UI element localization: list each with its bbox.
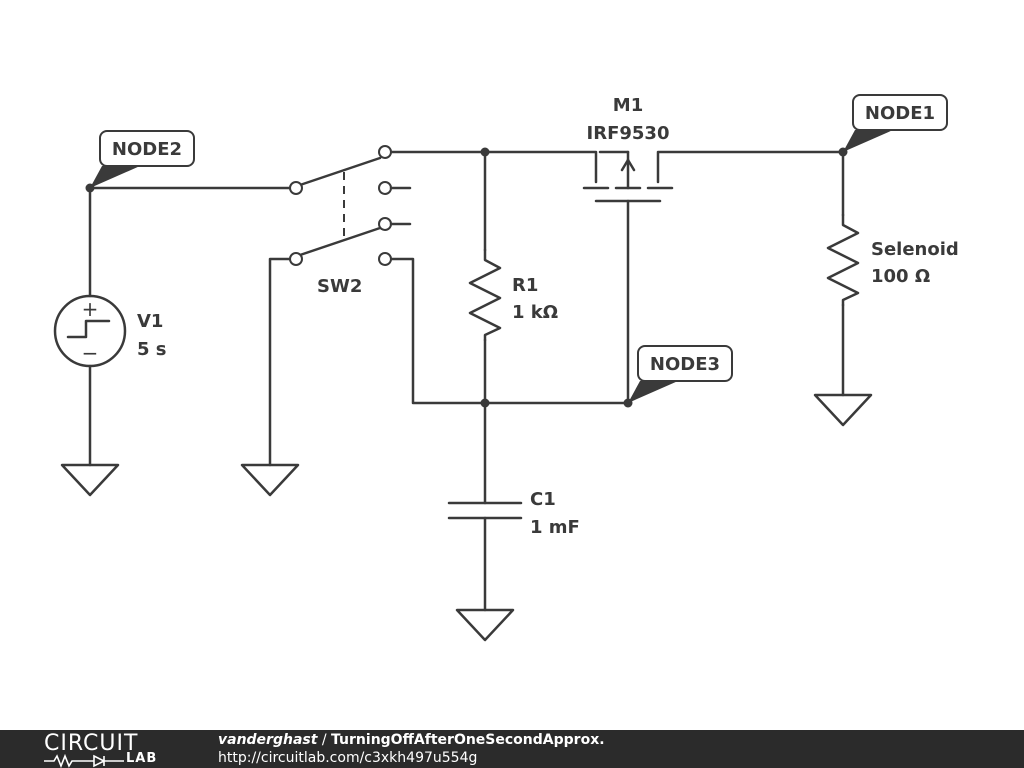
footer-bar: CIRCUIT LAB vanderghast / TurningOffAfte… [0, 730, 1024, 768]
node-tag-pointer [628, 381, 678, 403]
selenoid-ref-label: Selenoid [871, 239, 959, 260]
node-tag-box [99, 130, 195, 167]
wire-m1-to-node1 [656, 150, 845, 184]
resistor-zigzag [826, 213, 860, 307]
node-tag-box [637, 345, 733, 382]
circuit-schematic: SW2 M1 IRF9530 R1 1 kΩ Selenoid 100 Ω C1… [53, 94, 959, 642]
credit-line: vanderghast / TurningOffAfterOneSecondAp… [218, 731, 605, 749]
ground-symbol [240, 463, 300, 497]
resistor-r1[interactable] [468, 248, 502, 342]
voltage-source-v1[interactable]: + − [53, 294, 127, 368]
c1-ref-label: C1 [530, 489, 556, 510]
resistor-zigzag [468, 248, 502, 342]
switch-stub [389, 186, 412, 226]
source-minus-sign: − [82, 341, 99, 365]
node-tag-label: NODE3 [650, 354, 720, 375]
node-tag-pointer [90, 166, 140, 188]
node-tag-box [852, 94, 948, 131]
r1-value-label: 1 kΩ [512, 302, 558, 323]
switch-terminal [378, 252, 392, 266]
junction-dot [480, 398, 490, 408]
logo-text-bottom: LAB [126, 751, 158, 766]
switch-blade-upper [295, 156, 382, 188]
circuitlab-logo[interactable]: CIRCUIT LAB [44, 731, 174, 768]
switch-terminal [289, 181, 303, 195]
step-waveform-icon [66, 319, 111, 339]
node-tag-node2[interactable]: NODE2 [90, 130, 195, 188]
logo-waveform-icon [44, 754, 124, 768]
switch-terminal [378, 217, 392, 231]
wire-sw2-to-m1 [389, 150, 598, 184]
author-name[interactable]: vanderghast [218, 732, 318, 748]
v1-ref-label: V1 [137, 311, 163, 332]
wire-sw2-to-node3 [389, 257, 630, 405]
logo-text-top: CIRCUIT [44, 731, 139, 756]
ground-symbol [60, 463, 120, 497]
m1-ref-label: M1 [613, 95, 643, 116]
switch-sw2[interactable] [289, 145, 412, 266]
switch-terminal [378, 145, 392, 159]
selenoid-value-label: 100 Ω [871, 266, 930, 287]
credit-separator: / [317, 732, 332, 748]
switch-blade-lower [295, 226, 382, 258]
ground-symbol [813, 393, 873, 427]
mosfet-m1[interactable] [582, 150, 674, 203]
node-tag-pointer [843, 130, 893, 152]
switch-terminal [289, 252, 303, 266]
r1-ref-label: R1 [512, 275, 538, 296]
c1-value-label: 1 mF [530, 517, 580, 538]
source-circle [53, 294, 127, 368]
circuit-title[interactable]: TurningOffAfterOneSecondApprox. [331, 732, 605, 748]
node-tag-node1[interactable]: NODE1 [843, 94, 948, 152]
source-plus-sign: + [82, 297, 99, 321]
capacitor-c1[interactable] [447, 501, 523, 520]
node-tag-label: NODE1 [865, 103, 935, 124]
ground-symbol [455, 608, 515, 642]
node-tag-label: NODE2 [112, 139, 182, 160]
sw2-label: SW2 [317, 276, 362, 297]
switch-terminal [378, 181, 392, 195]
m1-value-label: IRF9530 [587, 123, 670, 144]
junction-dot [480, 147, 490, 157]
node-tag-node3[interactable]: NODE3 [628, 345, 733, 403]
circuit-url[interactable]: http://circuitlab.com/c3xkh497u554g [218, 750, 478, 766]
wire-sw2-to-ground [268, 257, 292, 467]
v1-value-label: 5 s [137, 339, 167, 360]
resistor-selenoid[interactable] [826, 213, 860, 307]
wires [88, 150, 845, 612]
credit-block: vanderghast / TurningOffAfterOneSecondAp… [218, 731, 605, 767]
